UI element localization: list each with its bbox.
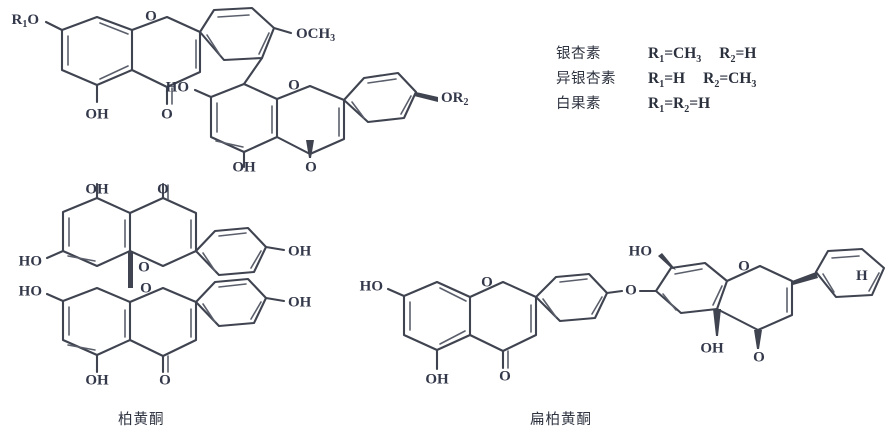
top-terminal-phenyl [342,71,418,124]
atom-label-bl-ring-o-bottom: O [140,280,152,296]
top-c-ring [130,15,202,89]
legend-compound-name-1: 异银杏素 [556,71,616,87]
atom-label-bl-oh-right-top: OH [288,243,312,259]
bl-upper-phenyl [194,226,268,277]
atom-label-br-ring-o-left: O [481,274,493,290]
caption-hinokiflavone: 扁柏黄酮 [530,412,592,428]
top-structure-ginkgetin: O O OH R1O OCH3 [11,6,469,175]
bl-upper-c-ring [128,196,198,268]
atom-label-ketone-b: O [305,159,317,175]
atom-label-or2: OR2 [441,90,469,108]
atom-label-br-ketone-right: O [753,349,765,365]
atom-label-br-ho-left: HO [360,278,383,294]
atom-label-br-oh-right: OH [700,340,724,356]
atom-label-bl-ketone-top: O [157,181,169,197]
atom-label-bl-ketone-bottom: O [159,372,171,388]
bottom-right-structure-hinokiflavone: O O HO OH O HO [360,243,886,387]
atom-label-bl-ho-upper: HO [19,253,42,269]
atom-label-br-ether-o: O [625,282,637,298]
atom-label-ketone-a: O [161,106,173,122]
atom-label-r1o: R1O [11,12,39,30]
atom-label-ring-o-a: O [145,8,157,24]
atom-label-ring-o-b: O [288,77,300,93]
atom-label-bl-ho-lower: HO [19,283,42,299]
bl-lower-phenyl [194,277,268,328]
br-b-ring [534,272,609,323]
atom-label-br-oh-bottom-left: OH [425,371,449,387]
atom-label-br-ketone-left: O [499,368,511,384]
atom-label-bl-oh-right-bottom: OH [288,294,312,310]
top-central-b-ring [198,6,276,62]
atom-label-bl-oh-bottom: OH [85,372,109,388]
br-c-ring [468,280,538,353]
top-a-ring-2 [209,82,279,154]
atom-label-br-ring-o-right: O [738,258,750,274]
br-terminal-phenyl-clipped [814,247,886,299]
br-right-a-ring [654,261,729,315]
atom-label-bl-oh-top: OH [85,181,109,197]
legend-row-2: 白果素 R1=R2=H [556,92,756,117]
br-a-ring [402,280,472,352]
top-a-ring [60,15,134,87]
legend-substituents-2: R1=R2=H [648,95,711,116]
bl-lower-c-ring [128,286,198,358]
atom-label-ho-left-top: HO [166,79,189,95]
bl-upper-a-ring [61,196,132,268]
bottom-left-structure-amentoflavone: OH O O HO OH [19,181,312,388]
atom-label-oh-a: OH [85,106,109,122]
atom-label-bl-ring-o-top: O [138,259,150,275]
atom-label-br-ho-right: HO [629,243,652,259]
br-right-c-ring [715,264,794,332]
atom-label-och3: OCH3 [296,26,335,44]
atom-label-trailing-h: H [856,268,869,284]
top-c-ring-2 [275,84,346,156]
bl-lower-a-ring [61,286,132,357]
caption-amentoflavone: 柏黄酮 [118,412,165,428]
legend-compound-name-0: 银杏素 [556,46,601,62]
legend-compound-name-2: 白果素 [556,96,601,112]
atom-label-oh-b: OH [232,159,256,175]
